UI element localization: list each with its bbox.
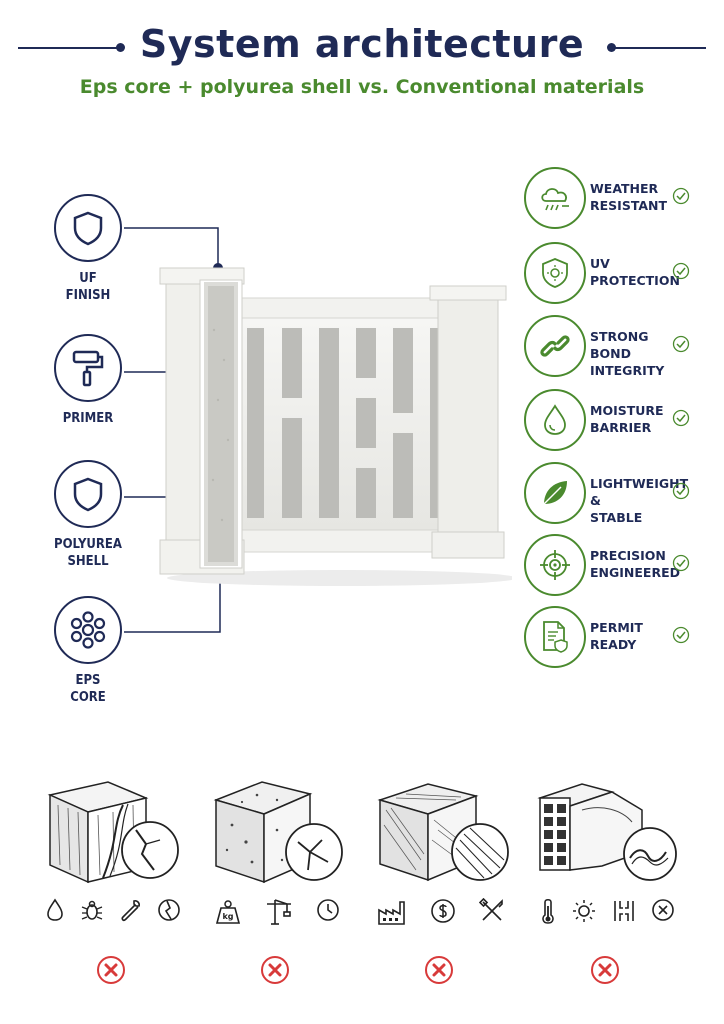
fence-illustration	[159, 267, 512, 586]
check-circle-icon	[672, 187, 690, 205]
layer-circle	[54, 334, 122, 402]
x-circle-icon	[97, 956, 125, 984]
x-circle-outline-icon	[652, 899, 674, 921]
weather-cloud-icon	[541, 188, 569, 211]
expansion-icon	[614, 901, 634, 921]
feature-circle	[524, 534, 586, 596]
concrete-block-illustration	[213, 781, 343, 884]
shield-icon	[73, 211, 103, 246]
shield-icon	[73, 477, 103, 512]
title-dot-left	[116, 43, 125, 52]
stone-block-illustration	[377, 783, 509, 882]
title-dot-right	[607, 43, 616, 52]
wood-block-illustration	[47, 781, 179, 884]
title-line-right	[614, 47, 706, 49]
vinyl-profile-illustration	[537, 783, 677, 881]
thermometer-icon	[542, 898, 554, 924]
check-circle-icon	[672, 626, 690, 644]
material-concrete: kg	[202, 770, 352, 1000]
wrench-icon	[121, 900, 141, 922]
document-shield-icon	[543, 621, 568, 653]
paint-roller-icon	[72, 350, 104, 387]
clock-icon	[317, 899, 340, 921]
water-drop-icon	[47, 898, 64, 921]
check-circle-icon	[672, 554, 690, 572]
feature-label: LIGHTWEIGHT &STABLE	[590, 476, 689, 525]
feature-circle	[524, 606, 586, 668]
layer-circle	[54, 596, 122, 664]
layer-circle	[54, 460, 122, 528]
factory-icon	[378, 901, 406, 925]
check-circle-icon	[672, 409, 690, 427]
page-subtitle: Eps core + polyurea shell vs. Convention…	[79, 76, 645, 98]
feature-circle	[524, 462, 586, 524]
title-line-left	[18, 47, 118, 49]
drawback-icons: kg	[202, 898, 352, 926]
feature-circle	[524, 315, 586, 377]
drawback-icons	[38, 898, 188, 922]
bug-icon	[81, 900, 102, 920]
x-circle-icon	[425, 956, 453, 984]
dollar-icon	[431, 899, 455, 923]
page-title: System architecture	[139, 22, 585, 66]
layer-circle	[54, 194, 122, 262]
target-crosshair-icon	[540, 550, 570, 580]
weight-label: kg	[222, 912, 233, 921]
weight-kg-icon: kg	[215, 900, 240, 924]
uv-shield-icon	[542, 258, 568, 288]
chain-link-icon	[540, 335, 570, 357]
feature-lightweight-stable: LIGHTWEIGHT &STABLE	[524, 462, 704, 525]
crack-icon	[157, 899, 180, 921]
water-drop-icon	[544, 404, 566, 435]
x-circle-icon	[591, 956, 619, 984]
material-wood	[38, 770, 188, 1000]
feature-circle	[524, 389, 586, 451]
layer-label: PRIMER	[62, 411, 114, 426]
title-row: System architecture	[0, 22, 724, 72]
check-circle-icon	[672, 482, 690, 500]
layer-primer: PRIMER	[52, 334, 124, 427]
material-stone	[366, 770, 516, 1000]
leaf-icon	[543, 481, 567, 505]
feature-circle	[524, 242, 586, 304]
feature-circle	[524, 167, 586, 229]
material-vinyl-profile	[532, 770, 682, 1000]
crane-icon	[266, 899, 291, 925]
drawback-icons	[366, 898, 516, 926]
tools-icon	[478, 898, 503, 921]
sun-icon	[573, 900, 595, 922]
drawback-icons	[532, 898, 682, 926]
check-circle-icon	[672, 335, 690, 353]
x-circle-icon	[261, 956, 289, 984]
eps-beads-icon	[70, 611, 106, 649]
check-circle-icon	[672, 262, 690, 280]
